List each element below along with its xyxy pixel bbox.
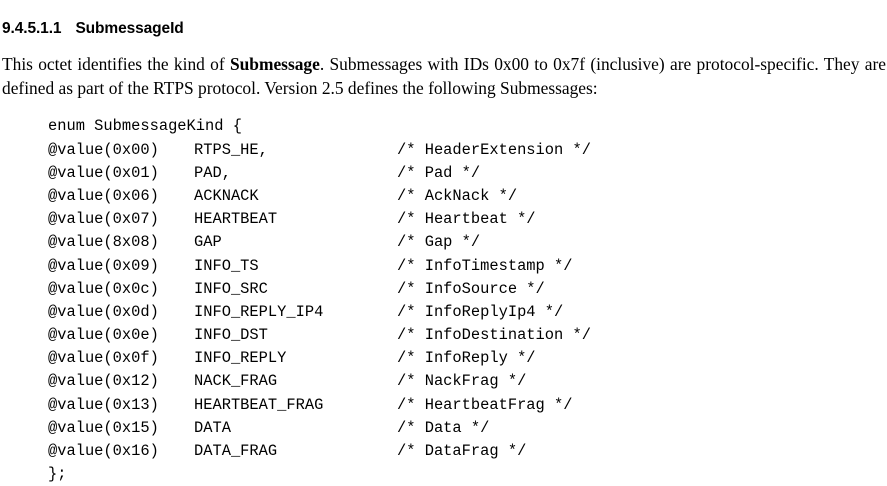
code-line-enumerator: @value(8x08) GAP /* Gap */ [0, 231, 887, 254]
code-enumerator-name: ACKNACK [194, 186, 259, 205]
paragraph-text-before-emphasis: This octet identifies the kind of [2, 54, 230, 75]
code-comment: /* InfoDestination */ [397, 326, 591, 345]
code-comment: /* InfoReply */ [397, 349, 536, 368]
code-enumerator-name: DATA_FRAG [194, 442, 278, 461]
code-comment: /* DataFrag */ [397, 442, 527, 461]
code-enumerator-name: NACK_FRAG [194, 372, 278, 391]
code-enumerator-name: HEARTBEAT_FRAG [194, 395, 324, 414]
code-enumerator-name: INFO_SRC [194, 279, 268, 298]
body-paragraph: This octet identifies the kind of Submes… [2, 53, 886, 100]
code-line-enumerator: @value(0x16) DATA_FRAG /* DataFrag */ [0, 440, 887, 463]
code-comment: /* InfoReplyIp4 */ [397, 302, 564, 321]
code-line-enumerator: @value(0x0c) INFO_SRC /* InfoSource */ [0, 278, 887, 301]
code-enumerator-name: INFO_REPLY_IP4 [194, 302, 324, 321]
code-comment: /* HeaderExtension */ [397, 140, 591, 159]
code-comment: /* Heartbeat */ [397, 210, 536, 229]
code-comment: /* HeartbeatFrag */ [397, 395, 573, 414]
code-line-enumerator: @value(0x09) INFO_TS /* InfoTimestamp */ [0, 255, 887, 278]
code-value-annotation: @value(0x12) [48, 372, 159, 391]
code-value-annotation: @value(0x15) [48, 418, 159, 437]
code-enum-terminator: }; [48, 465, 67, 484]
code-line-enumerator: @value(0x12) NACK_FRAG /* NackFrag */ [0, 370, 887, 393]
code-enumerator-name: INFO_TS [194, 256, 259, 275]
code-value-annotation: @value(0x0f) [48, 349, 159, 368]
code-body: enum SubmessageKind { @value(0x00) RTPS_HE… [0, 115, 887, 486]
code-line-enumerator: @value(0x0f) INFO_REPLY /* InfoReply */ [0, 347, 887, 370]
paragraph-text-after-emphasis: . Submessages with IDs 0x00 to 0x7f (inc… [2, 54, 886, 98]
code-line-enumerator: @value(0x0d) INFO_REPLY_IP4 /* InfoReplyIp… [0, 301, 887, 324]
code-enumerator-name: HEARTBEAT [194, 210, 278, 229]
paragraph-emphasis-submessage: Submessage [229, 54, 320, 75]
code-enumerator-name: GAP [194, 233, 222, 252]
code-enumerator-name: INFO_DST [194, 326, 268, 345]
code-block-submessagekind-enum: enum SubmessageKind { @value(0x00) RTPS_HE… [0, 115, 887, 486]
code-line-enumerator: @value(0x13) HEARTBEAT_FRAG /* HeartbeatFr… [0, 394, 887, 417]
code-comment: /* InfoSource */ [397, 279, 545, 298]
code-line-enumerator: @value(0x0e) INFO_DST /* InfoDestination *… [0, 324, 887, 347]
code-line-enumerator: @value(0x07) HEARTBEAT /* Heartbeat */ [0, 208, 887, 231]
code-comment: /* Gap */ [397, 233, 481, 252]
code-line-enumerator: @value(0x15) DATA /* Data */ [0, 417, 887, 440]
section-number: 9.4.5.1.1 [2, 19, 62, 37]
code-enumerator-name: RTPS_HE, [194, 140, 268, 159]
code-line-enumerator: @value(0x00) RTPS_HE, /* HeaderExtension *… [0, 139, 887, 162]
code-value-annotation: @value(0x06) [48, 186, 159, 205]
code-value-annotation: @value(0x01) [48, 163, 159, 182]
code-value-annotation: @value(0x09) [48, 256, 159, 275]
code-value-annotation: @value(0x00) [48, 140, 159, 159]
code-enum-declaration: enum SubmessageKind { [48, 117, 242, 136]
code-enumerator-name: PAD, [194, 163, 231, 182]
code-line-enumerator: @value(0x06) ACKNACK /* AckNack */ [0, 185, 887, 208]
code-value-annotation: @value(0x0d) [48, 302, 159, 321]
document-page: 9.4.5.1.1 SubmessageId This octet identif… [2, 20, 886, 484]
code-comment: /* AckNack */ [397, 186, 518, 205]
code-value-annotation: @value(0x13) [48, 395, 159, 414]
code-enumerator-name: DATA [194, 418, 231, 437]
code-line-enum-open: enum SubmessageKind { [0, 115, 887, 138]
code-comment: /* NackFrag */ [397, 372, 527, 391]
section-heading: 9.4.5.1.1 SubmessageId [2, 20, 184, 38]
code-comment: /* InfoTimestamp */ [397, 256, 573, 275]
code-value-annotation: @value(8x08) [48, 233, 159, 252]
code-line-enumerator: @value(0x01) PAD, /* Pad */ [0, 162, 887, 185]
code-line-enum-close: }; [0, 463, 887, 486]
code-value-annotation: @value(0x16) [48, 442, 159, 461]
code-value-annotation: @value(0x07) [48, 210, 159, 229]
code-enumerator-name: INFO_REPLY [194, 349, 287, 368]
section-title: SubmessageId [75, 19, 184, 37]
code-value-annotation: @value(0x0c) [48, 279, 159, 298]
code-comment: /* Data */ [397, 418, 490, 437]
code-value-annotation: @value(0x0e) [48, 326, 159, 345]
code-comment: /* Pad */ [397, 163, 481, 182]
